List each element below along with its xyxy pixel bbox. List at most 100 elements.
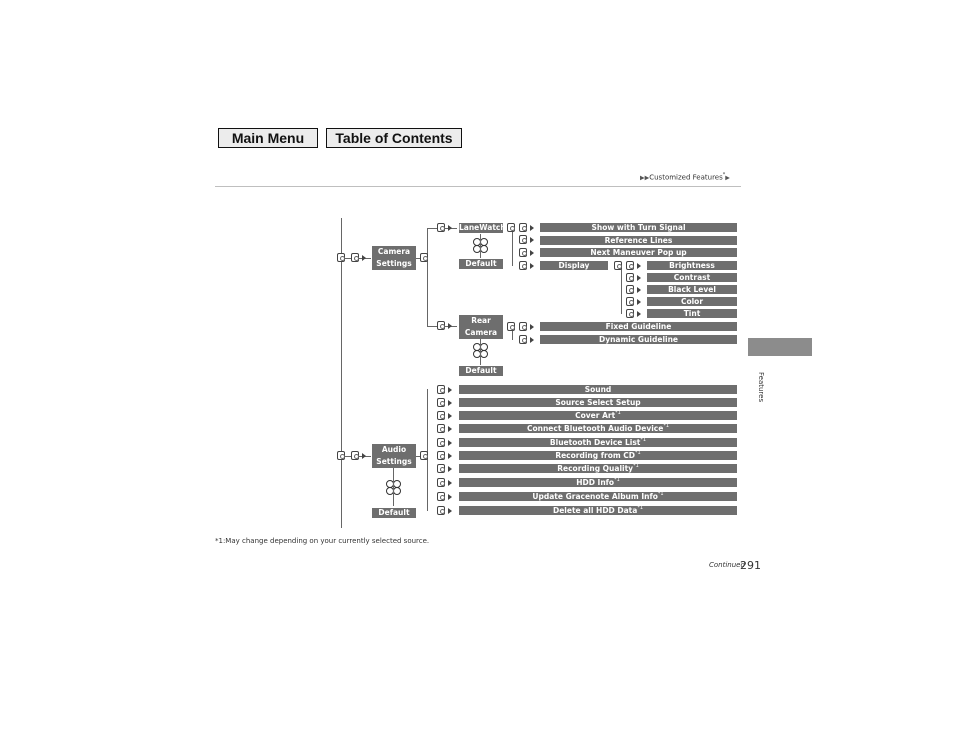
- audio-item[interactable]: Bluetooth Device List*1: [459, 438, 737, 447]
- audio-item-note: *1: [637, 506, 644, 511]
- breadcrumb-mark: *: [722, 172, 726, 178]
- arrow-icon: [530, 237, 534, 243]
- audio-item-note: *1: [640, 438, 647, 443]
- select-icon: [519, 223, 527, 232]
- display-item[interactable]: Tint: [647, 309, 737, 318]
- audio-item[interactable]: Delete all HDD Data*1: [459, 506, 737, 515]
- select-icon: [437, 321, 445, 330]
- arrow-icon: [530, 225, 534, 231]
- audio-item[interactable]: Cover Art*1: [459, 411, 737, 420]
- display-node[interactable]: Display: [540, 261, 608, 270]
- continued-label: Continued: [709, 561, 745, 569]
- main-menu-button[interactable]: Main Menu: [218, 128, 318, 148]
- camera-settings-node[interactable]: Camera Settings: [372, 246, 416, 270]
- rear-default-node[interactable]: Default: [459, 366, 503, 376]
- breadcrumb-label[interactable]: Customized Features: [649, 173, 723, 182]
- select-icon: [420, 451, 428, 460]
- trunk-line: [341, 218, 342, 528]
- table-of-contents-button[interactable]: Table of Contents: [326, 128, 462, 148]
- audio-item[interactable]: Update Gracenote Album Info*1: [459, 492, 737, 501]
- default-arrow-line: [480, 339, 481, 365]
- audio-default-node[interactable]: Default: [372, 508, 416, 518]
- audio-item-note: *1: [635, 451, 641, 456]
- arrow-icon: [448, 413, 452, 419]
- arrow-icon: [637, 299, 641, 305]
- arrow-icon: [448, 440, 452, 446]
- features-side-tab[interactable]: [748, 338, 812, 356]
- dial-icon: [337, 451, 345, 460]
- select-icon: [626, 297, 634, 306]
- arrow-icon: [448, 225, 452, 231]
- arrow-icon: [448, 453, 452, 459]
- select-icon: [626, 273, 634, 282]
- display-sub-line: [621, 266, 622, 314]
- arrow-icon: [530, 250, 534, 256]
- arrow-icon: [637, 287, 641, 293]
- arrow-icon: [448, 466, 452, 472]
- select-icon: [437, 424, 445, 433]
- display-item[interactable]: Contrast: [647, 273, 737, 282]
- footnote: *1:May change depending on your currentl…: [215, 537, 430, 545]
- audio-item[interactable]: Source Select Setup: [459, 398, 737, 407]
- audio-settings-node[interactable]: Audio Settings: [372, 444, 416, 468]
- audio-item-note: *1: [633, 464, 639, 469]
- arrow-icon: [448, 387, 452, 393]
- arrow-icon: [448, 480, 452, 486]
- select-icon: [437, 451, 445, 460]
- select-icon: [519, 261, 527, 270]
- lanewatch-default-node[interactable]: Default: [459, 259, 503, 269]
- audio-item-note: *1: [615, 411, 621, 416]
- select-icon: [626, 285, 634, 294]
- default-arrow-line: [480, 234, 481, 258]
- audio-item[interactable]: Recording Quality*1: [459, 464, 737, 473]
- arrow-icon: [448, 323, 452, 329]
- select-icon: [519, 235, 527, 244]
- select-icon: [519, 335, 527, 344]
- audio-item[interactable]: Sound: [459, 385, 737, 394]
- lanewatch-sub-line: [512, 228, 513, 266]
- arrow-icon: [530, 337, 534, 343]
- lanewatch-item[interactable]: Next Maneuver Pop up: [540, 248, 737, 257]
- arrow-icon: [362, 255, 366, 261]
- select-icon: [519, 322, 527, 331]
- select-icon: [437, 385, 445, 394]
- rear-camera-node[interactable]: Rear Camera: [459, 315, 503, 339]
- audio-item-label: Delete all HDD Data: [552, 506, 638, 515]
- select-icon: [437, 464, 445, 473]
- audio-item[interactable]: Connect Bluetooth Audio Device*1: [459, 424, 737, 433]
- rear-sub-line: [512, 327, 513, 340]
- display-item[interactable]: Color: [647, 297, 737, 306]
- page-number: 291: [740, 559, 761, 572]
- select-icon: [437, 398, 445, 407]
- select-icon: [437, 438, 445, 447]
- audio-item-label: Sound: [584, 385, 612, 394]
- lanewatch-item[interactable]: Show with Turn Signal: [540, 223, 737, 232]
- select-icon: [437, 223, 445, 232]
- camera-branch-line: [427, 228, 428, 327]
- audio-item[interactable]: HDD Info*1: [459, 478, 737, 487]
- arrow-icon: [448, 494, 452, 500]
- audio-item-note: *1: [614, 478, 620, 483]
- select-icon: [351, 451, 359, 460]
- select-icon: [351, 253, 359, 262]
- header-rule: [215, 186, 741, 187]
- arrow-icon: [530, 263, 534, 269]
- select-icon: [420, 253, 428, 262]
- audio-item[interactable]: Recording from CD*1: [459, 451, 737, 460]
- lanewatch-item[interactable]: Reference Lines: [540, 236, 737, 245]
- select-icon: [437, 506, 445, 515]
- breadcrumb-end-arrow-icon: ▶: [725, 174, 730, 182]
- lanewatch-node[interactable]: LaneWatch: [459, 223, 506, 233]
- display-item[interactable]: Brightness: [647, 261, 737, 270]
- breadcrumb-arrow-icon: ▶▶: [640, 174, 650, 182]
- display-item[interactable]: Black Level: [647, 285, 737, 294]
- arrow-icon: [448, 400, 452, 406]
- rear-item[interactable]: Fixed Guideline: [540, 322, 737, 331]
- rear-item[interactable]: Dynamic Guideline: [540, 335, 737, 344]
- select-icon: [519, 248, 527, 257]
- dial-icon: [507, 322, 515, 331]
- audio-item-label: Recording from CD: [555, 451, 635, 460]
- audio-item-label: Connect Bluetooth Audio Device: [526, 424, 664, 433]
- audio-item-label: Recording Quality: [557, 464, 634, 473]
- audio-item-label: HDD Info: [576, 478, 615, 487]
